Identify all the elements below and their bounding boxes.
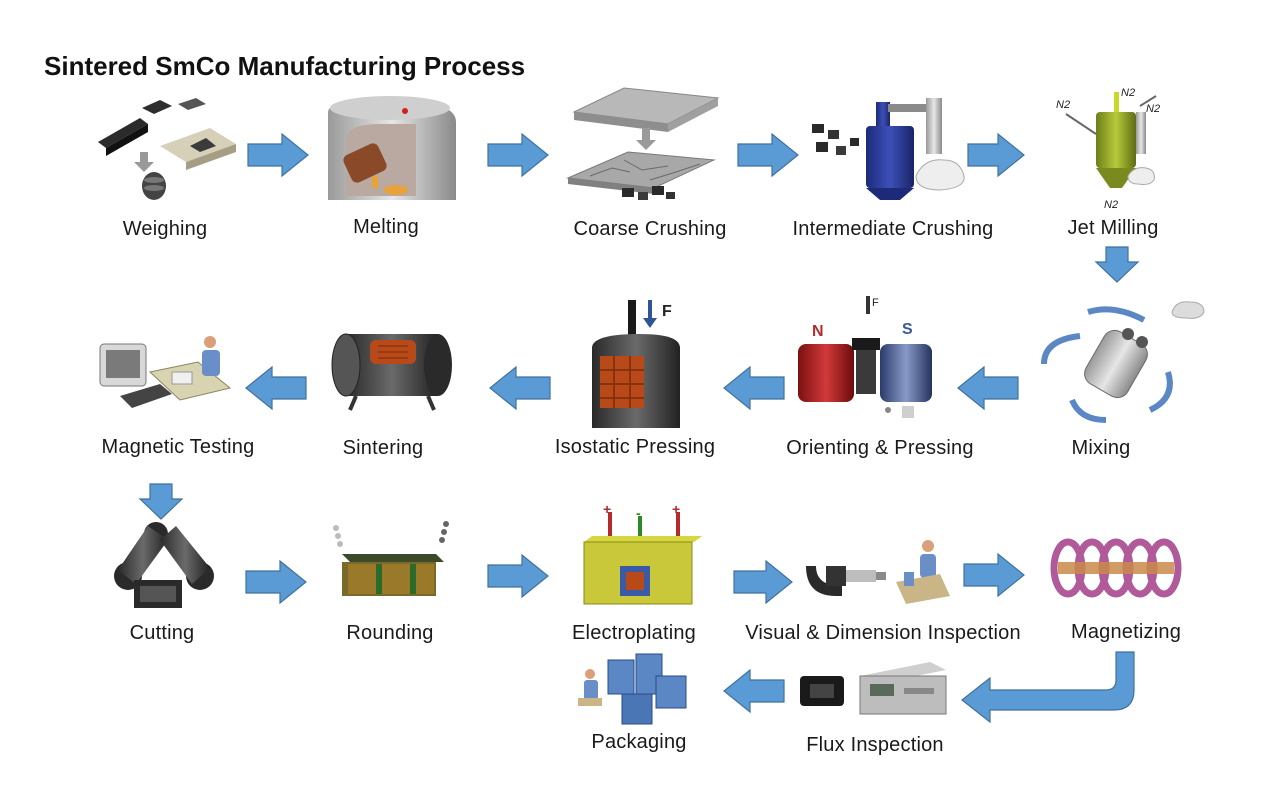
step-label-visual-dimension-inspection: Visual & Dimension Inspection: [745, 622, 1021, 644]
cutting-illustration: [114, 522, 214, 608]
arrow-mixing-to-orienting: [957, 365, 1019, 411]
arrow-isostatic-to-sintering: [489, 365, 551, 411]
step-label-intermediate-crushing: Intermediate Crushing: [792, 218, 994, 240]
step-label-mixing: Mixing: [1071, 437, 1131, 459]
gas-label-1: N2: [1056, 99, 1070, 111]
page-title: Sintered SmCo Manufacturing Process: [44, 51, 526, 81]
jet-milling-illustration: N2 N2 N2 N2: [1056, 87, 1160, 211]
arrow-weighing-to-melting: [247, 132, 309, 178]
step-label-cutting: Cutting: [129, 622, 195, 644]
electrode-plus-left: +: [603, 501, 611, 517]
south-pole-label: S: [902, 321, 913, 338]
melting-illustration: [328, 96, 456, 200]
arrow-melting-to-coarse: [487, 132, 549, 178]
electrode-plus-right: +: [672, 501, 680, 517]
flow-arrows: [138, 132, 1140, 724]
magnetic-testing-illustration: [99, 336, 232, 408]
arrow-testing-to-cutting: [138, 483, 184, 520]
step-label-orienting-pressing: Orienting & Pressing: [786, 437, 974, 459]
step-label-sintering: Sintering: [342, 437, 424, 459]
coarse-crushing-illustration: [566, 87, 720, 200]
mixing-illustration: [1041, 301, 1205, 423]
sintering-illustration: [331, 333, 452, 411]
north-pole-label: N: [812, 323, 824, 340]
step-label-melting: Melting: [353, 216, 419, 238]
step-label-rounding: Rounding: [346, 622, 434, 644]
rounding-illustration: [333, 521, 449, 596]
arrow-inspection-to-magnetizing: [963, 552, 1025, 598]
arrow-rounding-to-electroplating: [487, 553, 549, 599]
visual-inspection-illustration: [806, 540, 950, 604]
step-label-isostatic-pressing: Isostatic Pressing: [554, 436, 716, 458]
magnetizing-illustration: [1050, 538, 1182, 598]
electroplating-illustration: + - +: [583, 501, 702, 605]
arrow-intermediate-to-jet: [967, 132, 1025, 178]
gas-label-4: N2: [1104, 199, 1118, 211]
isostatic-pressing-illustration: F: [592, 300, 680, 428]
step-label-flux-inspection: Flux Inspection: [806, 734, 944, 756]
arrow-cutting-to-rounding: [245, 559, 307, 605]
flux-inspection-illustration: [800, 662, 947, 715]
arrow-orienting-to-isostatic: [723, 365, 785, 411]
arrow-electroplating-to-inspection: [733, 559, 793, 605]
arrow-jet-to-mixing: [1094, 246, 1140, 283]
packaging-illustration: [578, 653, 687, 725]
arrow-sintering-to-testing: [245, 365, 307, 411]
arrow-coarse-to-intermediate: [737, 132, 799, 178]
arrow-magnetizing-to-flux: [961, 651, 1135, 724]
step-label-jet-milling: Jet Milling: [1067, 217, 1159, 239]
intermediate-crushing-illustration: [812, 98, 965, 200]
force-label-isostatic: F: [662, 303, 672, 320]
step-label-coarse-crushing: Coarse Crushing: [573, 218, 727, 240]
step-label-packaging: Packaging: [591, 731, 687, 753]
force-label-orienting: F: [872, 297, 879, 309]
step-label-magnetizing: Magnetizing: [1070, 621, 1182, 643]
weighing-illustration: [98, 98, 236, 200]
electrode-minus: -: [636, 505, 641, 521]
gas-label-3: N2: [1146, 103, 1160, 115]
gas-label-2: N2: [1121, 87, 1135, 99]
step-label-weighing: Weighing: [122, 218, 208, 240]
orienting-pressing-illustration: N S F: [798, 296, 932, 418]
step-label-electroplating: Electroplating: [572, 622, 696, 644]
arrow-flux-to-packaging: [723, 668, 785, 714]
step-label-magnetic-testing: Magnetic Testing: [101, 436, 255, 458]
